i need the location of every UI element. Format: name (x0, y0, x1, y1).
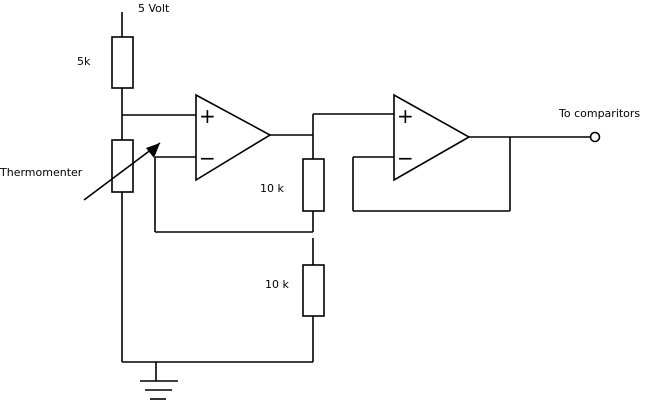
arrow-icon (83, 142, 161, 201)
opamp-2-minus: − (397, 146, 414, 170)
resistor-10k-lower-label: 10 k (265, 278, 289, 291)
thermistor-label: Thermomenter (0, 166, 83, 179)
resistor-10k-upper (302, 158, 325, 212)
terminal-icon (589, 131, 601, 143)
opamp-1-plus: + (199, 104, 216, 128)
resistor-10k-upper-label: 10 k (260, 182, 284, 195)
ground-icon (140, 380, 178, 400)
supply-label: 5 Volt (138, 2, 170, 15)
resistor-5k-label: 5k (77, 55, 91, 68)
resistor-5k (111, 36, 134, 89)
output-label: To comparitors (558, 107, 640, 120)
opamp-1-minus: − (199, 146, 216, 170)
opamp-2-plus: + (397, 104, 414, 128)
opamp-2 (393, 93, 471, 182)
opamp-1 (195, 93, 272, 182)
resistor-10k-lower (302, 264, 325, 317)
